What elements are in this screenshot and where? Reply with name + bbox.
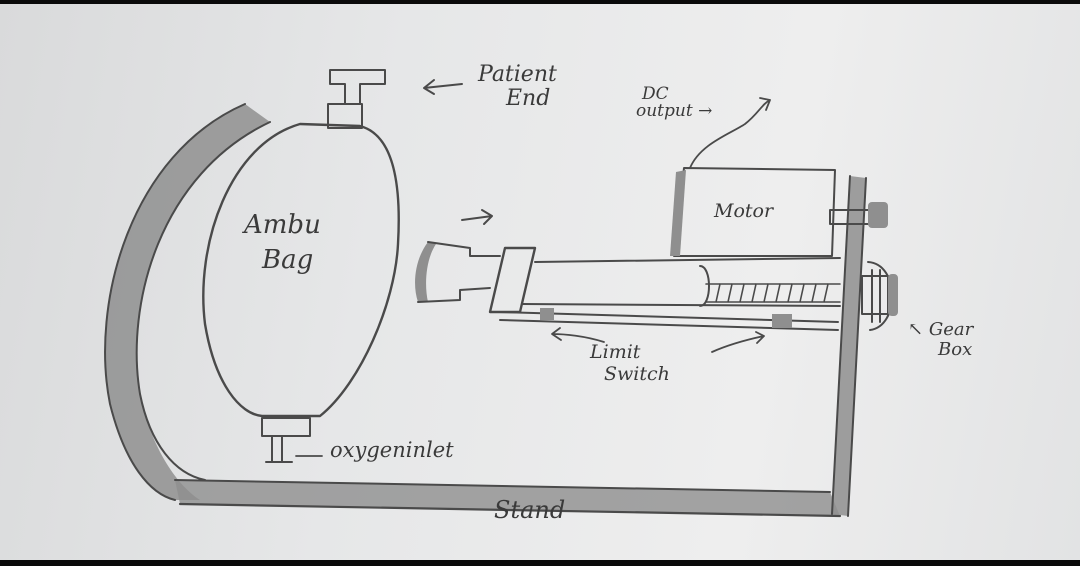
ambu-bag-label-line1: Ambu (244, 208, 321, 243)
motor-label: Motor (714, 202, 773, 221)
limit-switch-label-line1: Limit (590, 342, 670, 364)
stand-upright (832, 176, 866, 516)
piston-pad (415, 242, 436, 302)
limit-switch-label: Limit Switch (596, 342, 670, 386)
patient-end-label-line1: Patient (478, 64, 557, 86)
gear-box-label-line2: Box (938, 340, 973, 360)
gear-box (862, 262, 892, 330)
limit-switch-arrow-left (552, 328, 604, 342)
patient-end-arrow (424, 80, 462, 94)
stand-label: Stand (494, 498, 565, 522)
dc-output-label: DC output → (636, 86, 712, 120)
flow-arrow (462, 210, 492, 224)
limit-switch-right (772, 314, 792, 328)
ambu-bag-label: Ambu Bag (244, 208, 321, 278)
actuator-cylinder (522, 258, 840, 306)
piston-collar (490, 248, 535, 312)
limit-switch-label-line2: Switch (604, 364, 670, 386)
ambu-bag-label-line2: Bag (262, 243, 321, 278)
gear-box-label: ↖ Gear Box (908, 320, 973, 360)
dc-output-label-line2: output (636, 101, 693, 121)
paper-sheet: Patient End Ambu Bag DC output → Motor L… (0, 4, 1080, 560)
gear-box-label-line1: Gear (929, 319, 973, 340)
lead-screw (706, 284, 840, 302)
limit-switch-left (540, 308, 554, 320)
oxygen-inlet-label: oxygeninlet (330, 440, 454, 461)
gear-box-arrow-icon: ↖ (908, 319, 923, 340)
patient-end-label-line2: End (506, 88, 557, 110)
patient-end-connector (328, 70, 385, 128)
limit-switch-arrow-right (712, 332, 764, 352)
dc-output-arrow-icon: → (698, 101, 712, 121)
patient-end-label: Patient End (478, 64, 557, 110)
